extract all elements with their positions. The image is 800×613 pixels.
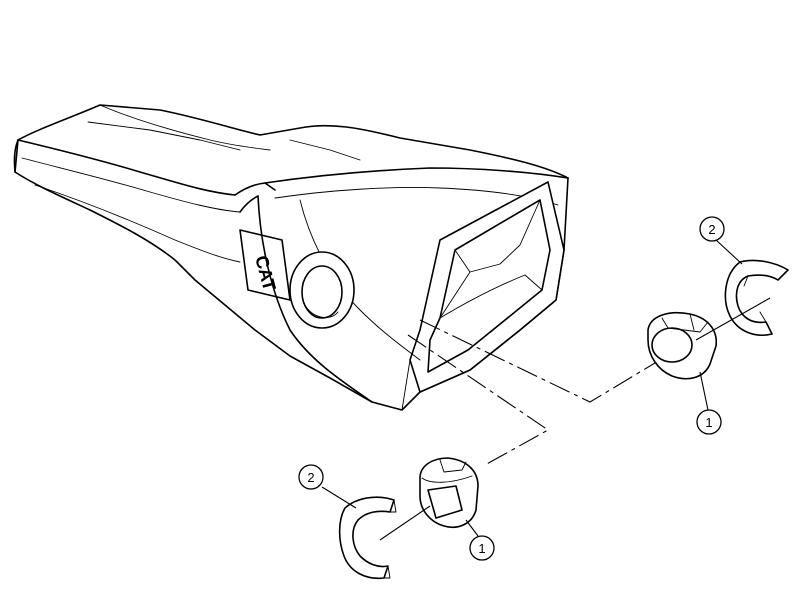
- pin-hole-inner: [301, 265, 343, 319]
- tip-top-ridge: [99, 104, 271, 151]
- socket-cavity-wall: [454, 199, 541, 273]
- retainer-bottom-ring: [421, 475, 473, 483]
- callout-2-bottom: 2: [298, 464, 324, 490]
- socket-top-line-2: [289, 139, 361, 161]
- leader-1-bottom: [465, 519, 479, 537]
- callout-2-top-label: 2: [708, 222, 715, 237]
- pin-hole-shade: [304, 304, 339, 319]
- leader-1-right: [699, 371, 709, 411]
- washer-right-body: [724, 259, 789, 336]
- tip-nose-bevel: [17, 139, 236, 196]
- retainer-right-flange-2: [689, 313, 695, 331]
- washer-right-inner-2: [759, 311, 767, 323]
- socket-side-edge-2: [299, 199, 421, 361]
- retainer-right-bore: [651, 327, 693, 363]
- washer-bottom-body: [338, 496, 395, 580]
- logo-panel: [239, 229, 291, 301]
- socket-cavity-floor: [439, 274, 543, 319]
- washer-bottom-edge: [389, 499, 397, 513]
- socket-side-edge-3: [401, 359, 411, 411]
- socket-top-face: [264, 167, 569, 184]
- tip-nose-bevel-2: [21, 157, 241, 213]
- bucket-tooth-tip: CAT: [13, 104, 569, 411]
- washer-right: [724, 259, 789, 336]
- assembly-centerline-lower: [407, 334, 550, 466]
- callout-1-right-label: 1: [705, 415, 712, 430]
- washer-bottom: [338, 496, 397, 580]
- tip-neck-2: [239, 195, 259, 213]
- leader-2-bottom: [321, 486, 357, 509]
- socket-cavity-wall-2: [439, 271, 471, 319]
- leader-2-top: [715, 239, 743, 265]
- retainer-bottom: [419, 457, 479, 528]
- washer-right-inner: [743, 275, 749, 287]
- tip-top-ridge-2: [87, 121, 241, 151]
- callout-1-bottom-label: 1: [478, 541, 485, 556]
- tip-nose-edge: [13, 139, 19, 173]
- socket-opening-inner: [427, 199, 551, 373]
- retainer-right: [647, 312, 717, 380]
- callout-2-top: 2: [699, 216, 725, 242]
- washer-right-axis: [695, 297, 771, 341]
- tip-side-ridge: [34, 184, 241, 263]
- callout-1-bottom: 1: [469, 535, 495, 561]
- callout-2-bottom-label: 2: [307, 470, 314, 485]
- washer-bottom-axis: [379, 505, 431, 541]
- retainer-right-flange: [661, 317, 709, 333]
- washer-bottom-edge-2: [383, 565, 391, 579]
- retainer-bottom-notch: [439, 459, 467, 473]
- assembly-centerline-upper: [419, 319, 661, 403]
- callout-1-right: 1: [696, 409, 722, 435]
- retainer-bottom-face: [427, 485, 463, 519]
